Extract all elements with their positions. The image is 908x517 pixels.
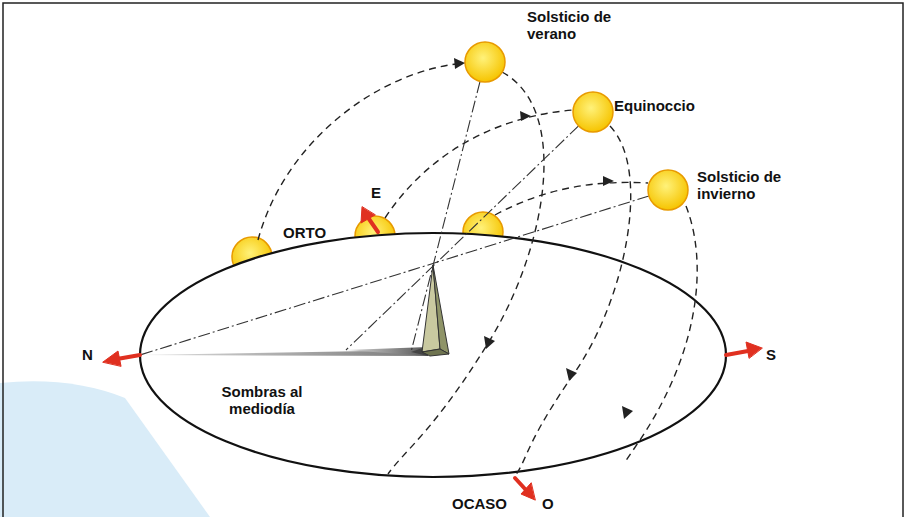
- sun-ray: [346, 112, 593, 350]
- label-holder: ORTO: [283, 224, 326, 241]
- label-holder: Sombras al mediodía: [212, 383, 312, 418]
- winter-path: [625, 206, 697, 462]
- cardinal-label: N: [82, 346, 93, 363]
- season-label: Equinoccio: [614, 97, 695, 114]
- gnomon: [433, 265, 449, 354]
- caption-label: Sombras al mediodía: [212, 383, 312, 418]
- cardinal-arrow: [726, 351, 748, 355]
- cardinal-arrow: [369, 219, 378, 232]
- frame: [3, 3, 903, 517]
- cardinal-label: O: [542, 495, 554, 512]
- label-holder: OCASO: [452, 495, 507, 512]
- cardinal-arrow: [361, 207, 375, 223]
- winter-path: [495, 182, 648, 215]
- label-holder: Solsticio de verano: [527, 8, 613, 43]
- cardinal-arrow: [515, 478, 526, 490]
- noon-shadow: [346, 347, 428, 356]
- path-arrowhead: [622, 406, 633, 419]
- label-holder: S: [766, 346, 776, 363]
- label-holder: Equinoccio: [614, 97, 695, 114]
- cardinal-arrow: [103, 351, 121, 366]
- cardinal-arrow: [746, 342, 762, 358]
- label-holder: O: [542, 495, 554, 512]
- path-arrowhead: [520, 111, 531, 121]
- equinox-path: [385, 110, 573, 218]
- noon-sun: [648, 170, 688, 210]
- noon-sun: [573, 92, 613, 132]
- cardinal-arrow: [117, 355, 140, 359]
- label-holder: N: [82, 346, 93, 363]
- cardinal-label: S: [766, 346, 776, 363]
- event-label: ORTO: [283, 224, 326, 241]
- gnomon: [422, 349, 449, 356]
- path-arrowhead: [484, 336, 495, 349]
- cardinal-label: E: [371, 184, 381, 201]
- summer-path: [258, 63, 465, 240]
- summer-path: [388, 72, 544, 474]
- path-arrowhead: [603, 176, 614, 186]
- event-label: OCASO: [452, 495, 507, 512]
- equinox-path: [515, 126, 631, 476]
- path-arrowhead: [454, 58, 465, 69]
- noon-sun: [465, 42, 505, 82]
- sun-ray: [411, 62, 485, 352]
- label-holder: Solsticio de invierno: [697, 168, 789, 203]
- season-label: Solsticio de invierno: [697, 168, 789, 203]
- horizon-ellipse: [140, 233, 726, 477]
- path-arrowhead: [566, 368, 577, 381]
- cardinal-arrow: [521, 483, 535, 500]
- season-label: Solsticio de verano: [527, 8, 613, 43]
- label-holder: E: [371, 184, 381, 201]
- sun-ray: [140, 190, 668, 355]
